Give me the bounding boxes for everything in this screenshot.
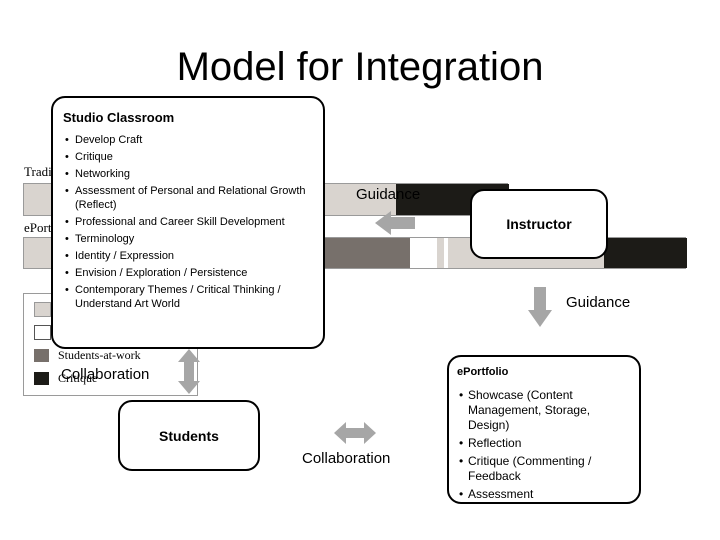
students-box: Students <box>118 400 260 471</box>
collaboration-vertical-arrow-icon <box>178 349 200 394</box>
guidance-left-arrow-icon <box>375 211 415 235</box>
list-item: Contemporary Themes / Critical Thinking … <box>63 283 313 311</box>
studio-classroom-heading: Studio Classroom <box>63 110 175 125</box>
collaboration-bottom-label: Collaboration <box>302 450 391 467</box>
studio-classroom-list: Develop Craft Critique Networking Assess… <box>63 133 313 311</box>
instructor-box: Instructor <box>470 189 608 259</box>
list-item: Develop Craft <box>63 133 313 147</box>
timeline-segment-light2 <box>437 238 444 268</box>
guidance-top-label: Guidance <box>356 186 421 203</box>
list-item: Reflection <box>457 436 631 451</box>
eportfolio-heading: ePortfolio <box>457 366 509 378</box>
legend-label-critique: Critique <box>58 371 98 385</box>
list-item: Critique <box>63 150 313 164</box>
guidance-down-arrow-icon <box>528 287 552 327</box>
list-item: Terminology <box>63 232 313 246</box>
eportfolio-list: Showcase (Content Management, Storage, D… <box>457 388 631 502</box>
collaboration-left-label: Collaboration <box>61 366 150 383</box>
list-item: Assessment of Personal and Relational Gr… <box>63 184 313 212</box>
list-item: Identity / Expression <box>63 249 313 263</box>
list-item: Professional and Career Skill Developmen… <box>63 215 313 229</box>
row1-label: Tradi <box>24 164 52 179</box>
legend-label-students-at-work: Students-at-work <box>58 348 141 362</box>
list-item: Showcase (Content Management, Storage, D… <box>457 388 631 433</box>
legend-swatch-light <box>34 302 51 317</box>
list-item: Networking <box>63 167 313 181</box>
legend-swatch-mid <box>34 349 49 362</box>
timeline-segment-mid <box>324 238 410 268</box>
legend-swatch-white <box>34 325 51 340</box>
timeline-segment-dark2 <box>604 238 687 268</box>
timeline-segment-white2 <box>444 238 448 268</box>
legend-swatch-dark <box>34 372 49 385</box>
list-item: Assessment <box>457 487 631 502</box>
collaboration-horizontal-arrow-icon <box>334 422 376 444</box>
row2-label: ePort <box>24 220 52 235</box>
timeline-segment-white <box>410 238 437 268</box>
eportfolio-box: ePortfolio Showcase (Content Management,… <box>447 355 641 504</box>
page-title: Model for Integration <box>176 45 544 89</box>
studio-classroom-box: Studio Classroom Develop Craft Critique … <box>51 96 325 349</box>
guidance-right-label: Guidance <box>566 294 631 311</box>
list-item: Critique (Commenting / Feedback <box>457 454 631 484</box>
list-item: Envision / Exploration / Persistence <box>63 266 313 280</box>
